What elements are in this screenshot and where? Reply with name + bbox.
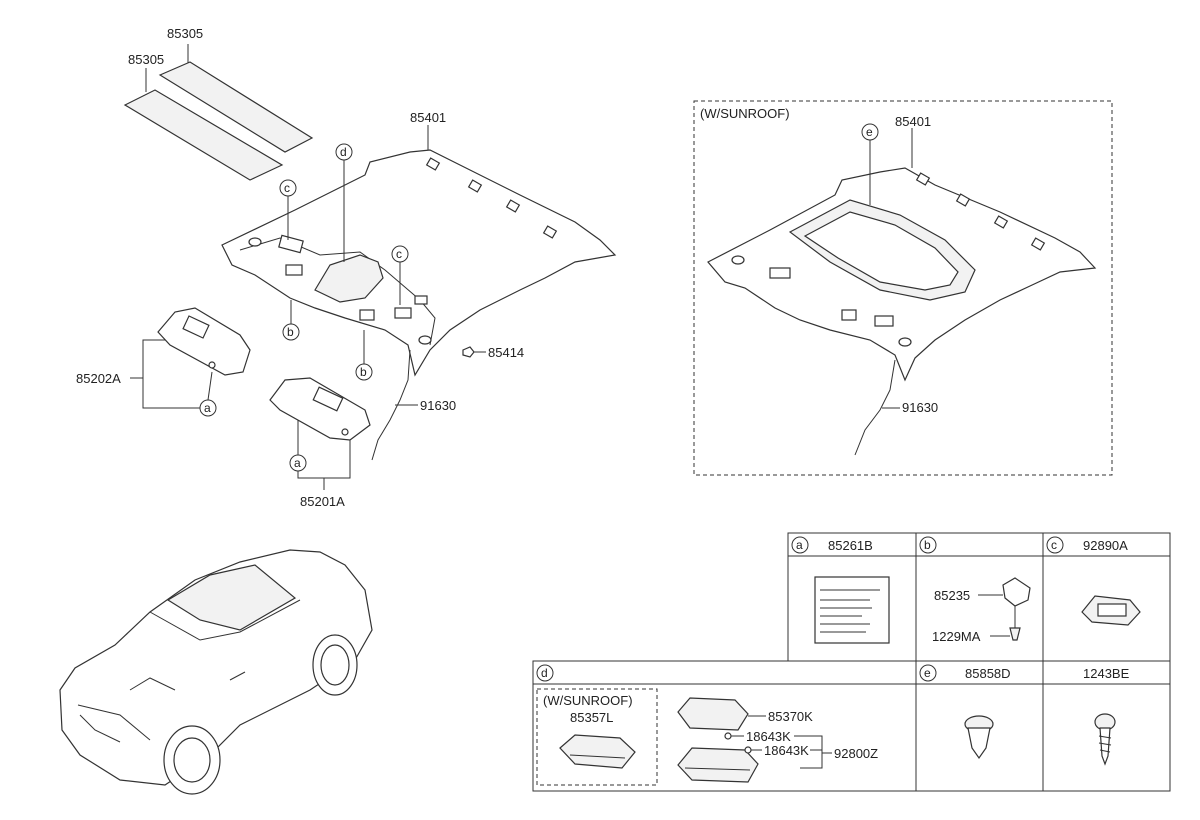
clip-92890A xyxy=(1081,595,1141,626)
svg-text:b: b xyxy=(924,538,931,552)
cell-d-header: d xyxy=(536,664,554,682)
svg-text:e: e xyxy=(924,666,931,680)
svg-text:c: c xyxy=(396,247,402,261)
callout-c-2: c xyxy=(391,245,409,305)
bracket-85235 xyxy=(978,577,1031,641)
label-92800Z: 92800Z xyxy=(834,746,878,761)
callout-b-2: b xyxy=(355,330,373,381)
cell-b-header: b xyxy=(919,536,937,554)
cell-f-code: 1243BE xyxy=(1083,666,1130,681)
callout-c-1: c xyxy=(279,179,297,240)
roof-strip-85305 xyxy=(123,44,314,181)
svg-text:c: c xyxy=(1051,538,1057,552)
sunroof-variant-box xyxy=(693,100,1113,476)
cell-c-code: 92890A xyxy=(1083,538,1128,553)
label-85414: 85414 xyxy=(488,345,524,360)
label-91630-main: 91630 xyxy=(420,398,456,413)
label-85202A: 85202A xyxy=(76,371,121,386)
label-85401-sunroof: 85401 xyxy=(895,114,931,129)
d-sunroof-box xyxy=(536,688,658,786)
label-91630-sunroof: 91630 xyxy=(902,400,938,415)
clip-85414 xyxy=(462,346,486,358)
d-sunroof-title: (W/SUNROOF) xyxy=(543,693,633,708)
callout-e-1: e xyxy=(861,123,879,205)
callout-b-1: b xyxy=(282,300,300,341)
svg-text:a: a xyxy=(796,538,803,552)
label-85235: 85235 xyxy=(934,588,970,603)
cell-c-header: c xyxy=(1046,536,1064,554)
label-18643K-2: 18643K xyxy=(764,743,809,758)
lamp-housing-92800Z xyxy=(677,732,759,783)
label-1229MA: 1229MA xyxy=(932,629,981,644)
callout-a-1: a xyxy=(199,371,217,417)
label-85201A: 85201A xyxy=(300,494,345,509)
headliner-85401-main xyxy=(221,149,617,461)
screw-1243BE xyxy=(1094,713,1116,766)
svg-text:c: c xyxy=(284,181,290,195)
label-85370K: 85370K xyxy=(768,709,813,724)
lamp-85370K xyxy=(677,697,766,731)
label-85401-main: 85401 xyxy=(410,110,446,125)
cell-e-code: 85858D xyxy=(965,666,1011,681)
callout-a-2: a xyxy=(289,454,307,472)
callout-d-1: d xyxy=(335,143,353,262)
svg-text:e: e xyxy=(866,125,873,139)
label-85305-left: 85305 xyxy=(128,52,164,67)
svg-text:d: d xyxy=(340,145,347,159)
cell-e-header: e xyxy=(919,664,937,682)
label-sticker-85261B xyxy=(814,576,890,644)
svg-text:b: b xyxy=(360,365,367,379)
cell-a-code: 85261B xyxy=(828,538,873,553)
clip-85858D xyxy=(964,715,994,760)
svg-text:d: d xyxy=(541,666,548,680)
sunroof-title: (W/SUNROOF) xyxy=(700,106,790,121)
cell-a-header: a xyxy=(791,536,809,554)
label-85305-top: 85305 xyxy=(167,26,203,41)
svg-text:a: a xyxy=(204,401,211,415)
svg-text:a: a xyxy=(294,456,301,470)
lamp-85357L xyxy=(559,734,636,769)
headliner-85401-sunroof xyxy=(707,167,1097,456)
label-85357L: 85357L xyxy=(570,710,613,725)
sun-visor-85202A xyxy=(157,307,251,376)
label-18643K-1: 18643K xyxy=(746,729,791,744)
car-illustration xyxy=(59,549,373,795)
svg-text:b: b xyxy=(287,325,294,339)
parts-table xyxy=(532,532,1171,792)
sun-visor-85201A xyxy=(269,377,371,441)
